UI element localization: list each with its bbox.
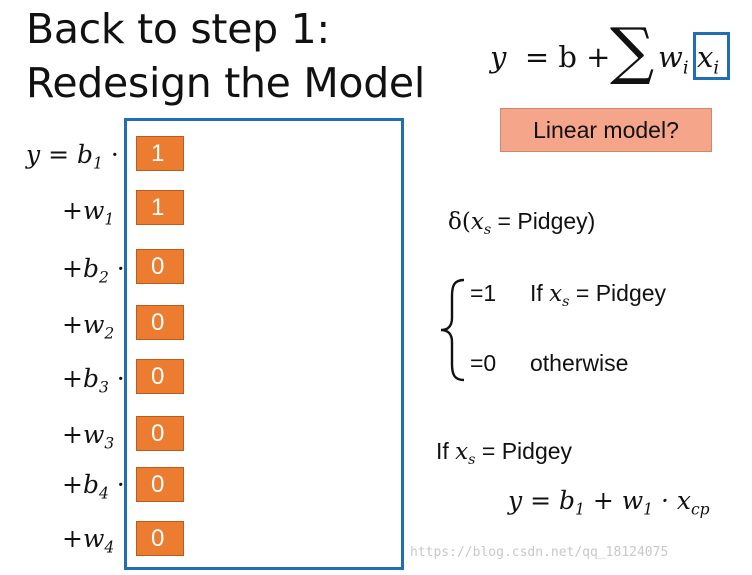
term-w1: +w1 ·: [62, 196, 130, 229]
case-one-condition: If xs = Pidgey: [530, 280, 667, 310]
term-w2: +w2 ·: [62, 310, 130, 343]
pidgey-condition: If xs = Pidgey: [436, 438, 573, 468]
formula-eq-b: = b +: [524, 40, 611, 74]
feature-value-box: 0: [136, 249, 184, 284]
formula-input: xi: [697, 40, 720, 79]
term-b4: +b4 ·: [62, 470, 125, 503]
case-zero-condition: otherwise: [530, 350, 629, 376]
feature-value-box: 0: [136, 359, 184, 394]
feature-vector-frame: [124, 118, 404, 570]
feature-value-box: 0: [136, 305, 184, 340]
sum-symbol: ∑: [610, 14, 655, 87]
feature-value-box: 0: [136, 416, 184, 451]
slide-title-line-2: Redesign the Model: [26, 59, 425, 107]
case-one-value: =1: [470, 280, 497, 306]
linear-formula: y = b +: [490, 40, 610, 74]
input-highlight-box: [693, 32, 730, 80]
term-b2: +b2 ·: [62, 254, 125, 287]
feature-value-box: 0: [136, 467, 184, 502]
linear-model-badge: Linear model?: [500, 108, 712, 152]
term-b3: +b3 ·: [62, 364, 125, 397]
term-b1: y = b1 ·: [26, 140, 119, 173]
formula-weight: wi: [658, 40, 689, 79]
slide-title-line-1: Back to step 1:: [26, 5, 330, 53]
feature-value-box: 1: [136, 136, 184, 171]
watermark: https://blog.csdn.net/qq_18124075: [410, 545, 669, 560]
cases-brace-icon: [440, 278, 465, 382]
case-zero-value: =0: [470, 350, 497, 376]
pidgey-result-formula: y = b1 + w1 · xcp: [508, 486, 710, 519]
term-w3: +w3 ·: [62, 420, 130, 453]
term-w4: +w4 ·: [62, 524, 130, 557]
feature-value-box: 1: [136, 190, 184, 225]
formula-y: y: [490, 40, 507, 74]
delta-function: δ(xs = Pidgey): [448, 208, 596, 238]
feature-value-box: 0: [136, 521, 184, 556]
